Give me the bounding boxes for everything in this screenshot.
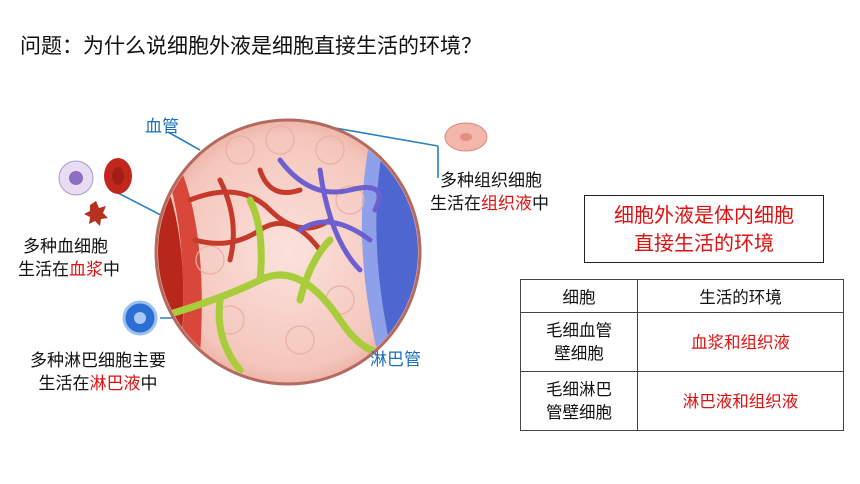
- platelet-icon: [84, 201, 108, 226]
- header-cell: 细胞: [520, 279, 638, 313]
- cell-name: 毛细血管 壁细胞: [520, 312, 638, 372]
- lymph-vessel-label: 淋巴管: [370, 350, 421, 370]
- table-row: 毛细血管 壁细胞 血浆和组织液: [520, 312, 844, 372]
- cell-environment: 淋巴液和组织液: [637, 371, 844, 431]
- key-point-line1: 细胞外液是体内细胞: [614, 203, 794, 227]
- blood-cells-label: 多种血细胞 生活在血浆中: [18, 237, 120, 280]
- red-blood-cell-icon: [104, 158, 132, 194]
- blood-vessel-label: 血管: [145, 117, 179, 137]
- key-point-box: 细胞外液是体内细胞 直接生活的环境: [584, 195, 824, 263]
- tissue-cell-icon: [444, 122, 488, 152]
- key-point-line2: 直接生活的环境: [634, 231, 774, 255]
- tissue-cells-label: 多种组织细胞 生活在组织液中: [430, 171, 549, 214]
- lymph-cells-label: 多种淋巴细胞主要 生活在淋巴液中: [30, 351, 166, 394]
- table-row: 毛细淋巴 管壁细胞 淋巴液和组织液: [520, 371, 844, 431]
- white-blood-cell-icon: [58, 160, 94, 196]
- cell-name: 毛细淋巴 管壁细胞: [520, 371, 638, 431]
- header-environment: 生活的环境: [637, 279, 844, 313]
- environment-table: 细胞 生活的环境 毛细血管 壁细胞 血浆和组织液 毛细淋巴 管壁细胞 淋巴液和组…: [520, 279, 844, 431]
- question-title: 问题：为什么说细胞外液是细胞直接生活的环境？: [20, 34, 482, 58]
- cell-environment: 血浆和组织液: [637, 312, 844, 372]
- lymphocyte-icon: [122, 300, 158, 336]
- table-header-row: 细胞 生活的环境: [520, 279, 844, 313]
